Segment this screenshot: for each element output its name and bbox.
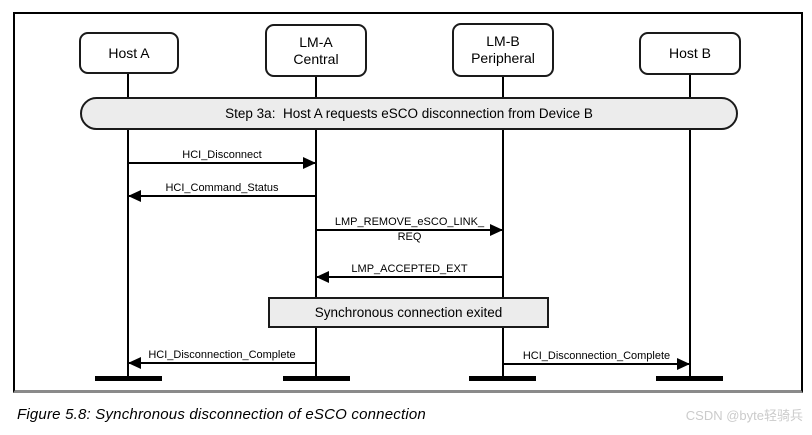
message-hci-disconnection-complete-left-label: HCI_Disconnection_Complete (148, 349, 296, 361)
arrow-right-icon (317, 224, 503, 236)
actor-host-b-label: Host B (668, 45, 711, 61)
actor-lm-b-label: LM-B (486, 33, 520, 49)
termination-bar-host-a (95, 376, 162, 381)
lifeline-host-b (689, 75, 691, 378)
arrow-right-icon (504, 358, 690, 370)
note-synchronous-connection-exited: Synchronous connection exited (268, 297, 549, 328)
note-text: Synchronous connection exited (314, 305, 503, 320)
message-hci-command-status: HCI_Command_Status (128, 182, 315, 202)
diagram-frame (13, 12, 803, 393)
actor-lm-b-label2: Peripheral (471, 50, 535, 66)
arrow-right-icon (129, 157, 316, 169)
message-hci-command-status-label: HCI_Command_Status (165, 182, 279, 194)
actor-host-b: Host B (639, 32, 741, 75)
lifeline-lm-a (315, 77, 317, 378)
actor-host-a-label: Host A (108, 44, 150, 61)
message-hci-disconnect-label: HCI_Disconnect (182, 149, 262, 161)
message-lmp-remove-label: LMP_REMOVE_eSCO_LINK_ (334, 216, 485, 228)
termination-bar-host-b (656, 376, 723, 381)
step-banner-text: Step 3a: Host A requests eSCO disconnect… (225, 106, 593, 121)
csdn-watermark: CSDN @byte轻骑兵 (685, 408, 803, 423)
termination-bar-lm-b (469, 376, 536, 381)
figure-caption: Figure 5.8: Synchronous disconnection of… (17, 406, 426, 423)
termination-bar-lm-a (283, 376, 350, 381)
lifeline-host-a (127, 74, 129, 378)
actor-host-a: Host A (79, 32, 179, 74)
arrow-left-icon (128, 190, 315, 202)
message-lmp-remove-label2: REQ (397, 231, 422, 243)
arrow-left-icon (316, 271, 502, 283)
message-lmp-accepted-ext-label: LMP_ACCEPTED_EXT (351, 263, 468, 275)
message-hci-disconnection-complete-left: HCI_Disconnection_Complete (128, 349, 315, 369)
step-banner: Step 3a: Host A requests eSCO disconnect… (80, 97, 738, 130)
lifeline-lm-b (502, 77, 504, 378)
arrow-left-icon (128, 357, 315, 369)
actor-lm-a-label: LM-A (299, 33, 333, 50)
message-hci-disconnect: HCI_Disconnect (129, 149, 316, 169)
message-lmp-accepted-ext: LMP_ACCEPTED_EXT (316, 263, 502, 283)
actor-lm-a-label2: Central (293, 50, 339, 67)
message-lmp-remove-esco-link-req: LMP_REMOVE_eSCO_LINK_ REQ (317, 216, 503, 244)
message-hci-disconnection-complete-right-label: HCI_Disconnection_Complete (522, 350, 671, 362)
message-hci-disconnection-complete-right: HCI_Disconnection_Complete (504, 350, 690, 370)
